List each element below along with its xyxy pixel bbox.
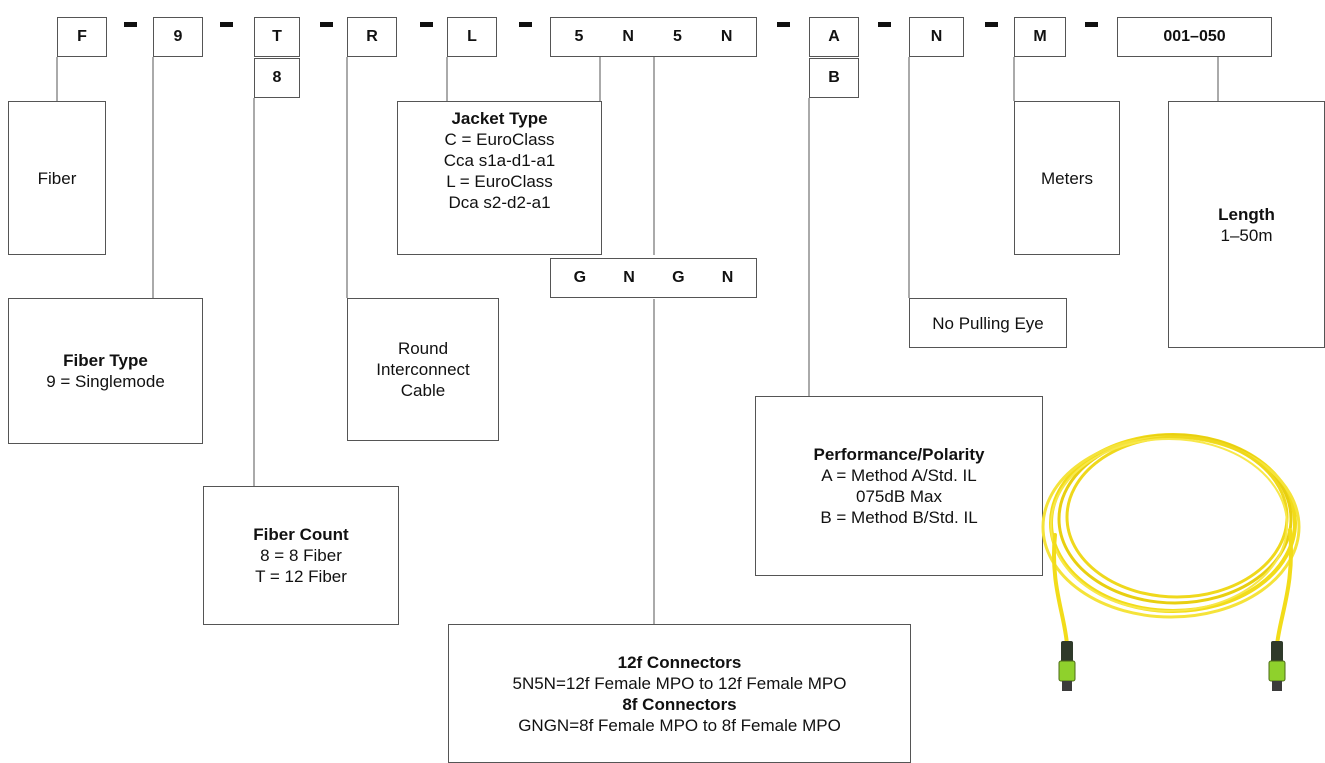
length-title: Length (1218, 204, 1275, 224)
connectors-8f-line: GNGN=8f Female MPO to 8f Female MPO (518, 715, 841, 735)
code-fiber-count-alt-text: 8 (272, 69, 282, 86)
jacket-type-line: Dca s2-d2-a1 (448, 193, 551, 212)
code-connector-alt-char: G (573, 269, 587, 286)
fiber-count-line: T = 12 Fiber (255, 567, 347, 586)
code-connector-alt-char: G (672, 269, 685, 286)
pulling-eye-label: No Pulling Eye (932, 313, 1044, 333)
fiber-type-title: Fiber Type (63, 351, 148, 370)
separator-dash (519, 22, 532, 27)
code-performance-alt: B (809, 58, 859, 98)
unit-description: Meters (1014, 101, 1120, 255)
separator-dash (220, 22, 233, 27)
connectors-description: 12f Connectors 5N5N=12f Female MPO to 12… (448, 624, 911, 763)
separator-dash (124, 22, 137, 27)
code-connectors: 5 N 5 N (550, 17, 757, 57)
code-fiber-count: T (254, 17, 300, 57)
code-cable-text: R (366, 28, 378, 45)
cable-illustration (1041, 433, 1301, 691)
code-fiber-count-alt: 8 (254, 58, 300, 98)
mpo-connector-right-icon (1268, 641, 1286, 691)
jacket-type-line: L = EuroClass (446, 172, 553, 191)
performance-line: 075dB Max (856, 487, 942, 506)
coiled-cable-icon (1041, 433, 1301, 647)
cable-description: Round Interconnect Cable (347, 298, 499, 441)
code-pulling-eye-text: N (930, 28, 943, 45)
code-jacket-text: L (467, 28, 477, 45)
mpo-connector-left-icon (1058, 641, 1076, 691)
code-length: 001–050 (1117, 17, 1272, 57)
code-connector-char: 5 (673, 28, 682, 45)
separator-dash (985, 22, 998, 27)
performance-description: Performance/Polarity A = Method A/Std. I… (755, 396, 1043, 576)
connectors-12f-line: 5N5N=12f Female MPO to 12f Female MPO (512, 673, 847, 693)
length-line: 1–50m (1220, 225, 1273, 245)
code-connector-alt-char: N (721, 269, 734, 286)
cable-line: Interconnect (376, 360, 470, 379)
fiber-count-description: Fiber Count 8 = 8 Fiber T = 12 Fiber (203, 486, 399, 625)
fiber-count-line: 8 = 8 Fiber (260, 546, 342, 565)
fiber-type-line: 9 = Singlemode (46, 372, 165, 391)
unit-label: Meters (1041, 168, 1093, 188)
code-performance-text: A (828, 28, 840, 45)
fiber-count-title: Fiber Count (253, 525, 349, 544)
code-fiber-text: F (77, 28, 87, 45)
jacket-type-description: Jacket Type C = EuroClass Cca s1a-d1-a1 … (397, 101, 602, 255)
cable-line: Cable (400, 381, 446, 400)
code-length-text: 001–050 (1163, 28, 1226, 45)
fiber-description: Fiber (8, 101, 106, 255)
cable-line: Round (397, 339, 449, 358)
jacket-type-line: Cca s1a-d1-a1 (443, 151, 556, 170)
pulling-eye-description: No Pulling Eye (909, 298, 1067, 348)
jacket-type-line: C = EuroClass (444, 130, 555, 149)
code-jacket: L (447, 17, 497, 57)
code-connector-char: N (622, 28, 634, 45)
jacket-type-title: Jacket Type (451, 109, 548, 128)
separator-dash (878, 22, 891, 27)
length-description: Length 1–50m (1168, 101, 1325, 348)
separator-dash (1085, 22, 1098, 27)
code-connector-alt-char: N (623, 269, 635, 286)
code-unit-text: M (1033, 28, 1047, 45)
connectors-12f-title: 12f Connectors (617, 652, 742, 672)
performance-title: Performance/Polarity (813, 445, 985, 464)
code-connector-char: N (720, 28, 733, 45)
code-connector-char: 5 (574, 28, 584, 45)
code-fiber-type: 9 (153, 17, 203, 57)
fiber-label: Fiber (37, 168, 77, 188)
code-fiber-count-text: T (272, 28, 282, 45)
separator-dash (777, 22, 790, 27)
code-performance-alt-text: B (828, 69, 840, 86)
performance-line: B = Method B/Std. IL (820, 508, 978, 527)
code-unit: M (1014, 17, 1066, 57)
fiber-type-description: Fiber Type 9 = Singlemode (8, 298, 203, 444)
code-pulling-eye: N (909, 17, 964, 57)
code-connectors-alt: G N G N (550, 258, 757, 298)
code-fiber-type-text: 9 (173, 28, 183, 45)
code-cable: R (347, 17, 397, 57)
separator-dash (320, 22, 333, 27)
connectors-8f-title: 8f Connectors (622, 694, 737, 714)
code-performance: A (809, 17, 859, 57)
performance-line: A = Method A/Std. IL (821, 466, 977, 485)
separator-dash (420, 22, 433, 27)
code-fiber: F (57, 17, 107, 57)
